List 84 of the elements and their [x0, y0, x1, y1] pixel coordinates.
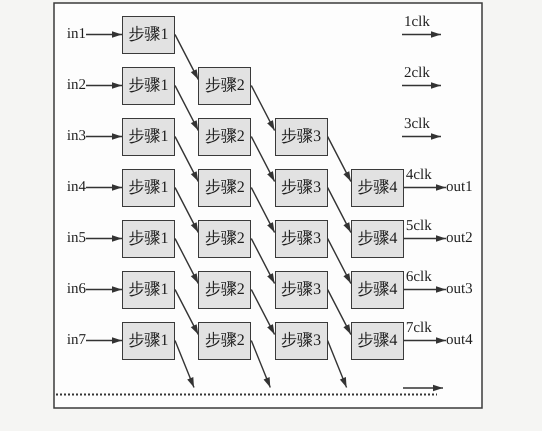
arrow: [86, 82, 122, 89]
output-label: out3: [446, 281, 473, 298]
step-label: 步骤3: [281, 332, 322, 350]
process-box: [350, 270, 404, 308]
arrow: [326, 187, 352, 233]
input-label: in4: [66, 179, 86, 196]
arrow: [404, 337, 446, 344]
input-label: in3: [66, 128, 86, 145]
input-label: in7: [66, 332, 86, 349]
arrow: [250, 85, 276, 131]
step-label: 步骤1: [128, 178, 168, 196]
process-box: [350, 220, 404, 258]
process-box: [350, 322, 404, 360]
step-label: 步骤4: [357, 178, 398, 196]
arrow: [404, 235, 446, 242]
arrow: [86, 235, 122, 242]
arrow: [174, 289, 199, 335]
input-label: in2: [66, 77, 86, 94]
arrow: [86, 31, 122, 38]
step-label: 步骤2: [204, 332, 245, 350]
arrow: [174, 187, 199, 233]
process-box: [122, 220, 175, 258]
process-box: [122, 66, 175, 104]
arrow: [250, 289, 276, 335]
process-box: [122, 322, 175, 360]
step-label: 步骤1: [128, 128, 168, 146]
arrow: [174, 238, 199, 284]
arrow: [86, 337, 122, 344]
step-label: 步骤2: [204, 76, 245, 94]
process-box: [122, 118, 175, 156]
step-label: 步骤2: [204, 280, 245, 298]
step-label: 步骤3: [281, 128, 322, 146]
process-box: [274, 270, 328, 308]
step-label: 步骤1: [128, 230, 168, 248]
arrow: [174, 85, 199, 131]
output-label: out1: [446, 179, 473, 196]
process-box: [198, 168, 252, 206]
arrow: [174, 340, 195, 388]
step-label: 步骤1: [128, 280, 168, 298]
process-box: [274, 168, 328, 206]
arrow: [86, 286, 122, 293]
process-box: [122, 168, 175, 206]
process-box: [350, 168, 404, 206]
arrow: [326, 238, 352, 284]
process-box: [198, 220, 252, 258]
process-box: [274, 220, 328, 258]
arrow: [326, 289, 352, 335]
process-box: [198, 66, 252, 104]
process-box: [198, 118, 252, 156]
process-box: [274, 322, 328, 360]
arrow: [86, 184, 122, 191]
arrow: [86, 133, 122, 140]
arrow: [174, 136, 199, 182]
step-label: 步骤1: [128, 26, 168, 44]
step-label: 步骤1: [128, 76, 168, 94]
step-label: 步骤4: [357, 230, 398, 248]
arrow: [174, 34, 199, 80]
step-label: 步骤2: [204, 230, 245, 248]
process-box: [122, 270, 175, 308]
process-box: [198, 322, 252, 360]
input-label: in1: [66, 26, 86, 43]
process-box: [274, 118, 328, 156]
arrow: [404, 286, 446, 293]
input-label: in6: [66, 281, 86, 298]
process-box: [122, 16, 175, 54]
input-label: in5: [66, 230, 86, 247]
output-label: out4: [446, 332, 473, 349]
arrow: [326, 136, 352, 182]
arrow: [250, 238, 276, 284]
step-label: 步骤2: [204, 128, 245, 146]
step-label: 步骤3: [281, 230, 322, 248]
process-box: [198, 270, 252, 308]
arrow: [250, 340, 271, 388]
step-label: 步骤3: [281, 178, 322, 196]
step-label: 步骤1: [128, 332, 168, 350]
step-label: 步骤3: [281, 280, 322, 298]
arrow: [404, 184, 446, 191]
output-label: out2: [446, 230, 473, 247]
arrow: [326, 340, 348, 388]
arrow: [250, 187, 276, 233]
step-label: 步骤2: [204, 178, 245, 196]
arrow: [250, 136, 276, 182]
step-label: 步骤4: [357, 280, 398, 298]
step-label: 步骤4: [357, 332, 398, 350]
